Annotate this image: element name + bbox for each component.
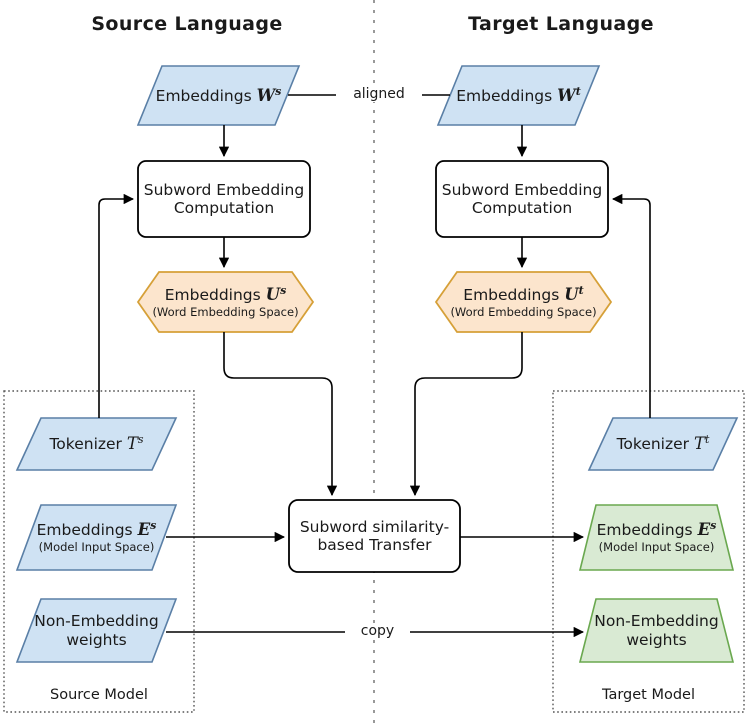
node-tokenizer-source [15, 417, 178, 471]
source-language-title: Source Language [91, 13, 283, 35]
node-tokenizer-target [587, 417, 739, 471]
edge-ut-to-transfer [409, 332, 523, 497]
edge-tokenizer-source-to-sec [98, 193, 135, 418]
node-subword-embedding-computation-target [435, 160, 609, 238]
group-caption-target-model: Target Model [601, 687, 695, 703]
node-embeddings-e-source [15, 504, 178, 571]
edge-label-aligned: aligned [336, 86, 422, 102]
edge-us-to-transfer [223, 332, 338, 497]
edge-tokenizer-target-to-sec [611, 193, 651, 418]
node-subword-similarity-transfer [288, 499, 461, 573]
group-caption-source-model: Source Model [50, 687, 148, 703]
node-embeddings-u-source [136, 271, 315, 333]
node-embeddings-w-target [436, 65, 601, 126]
node-subword-embedding-computation-source [137, 160, 311, 238]
target-language-title: Target Language [468, 13, 654, 35]
node-embeddings-w-source [136, 65, 301, 126]
node-non-embedding-weights-source [15, 598, 178, 663]
node-embeddings-u-target [434, 271, 613, 333]
node-non-embedding-weights-target [578, 598, 735, 663]
node-embeddings-e-target [578, 504, 735, 571]
source-model-group-box [3, 390, 195, 713]
edge-label-copy: copy [345, 623, 410, 639]
